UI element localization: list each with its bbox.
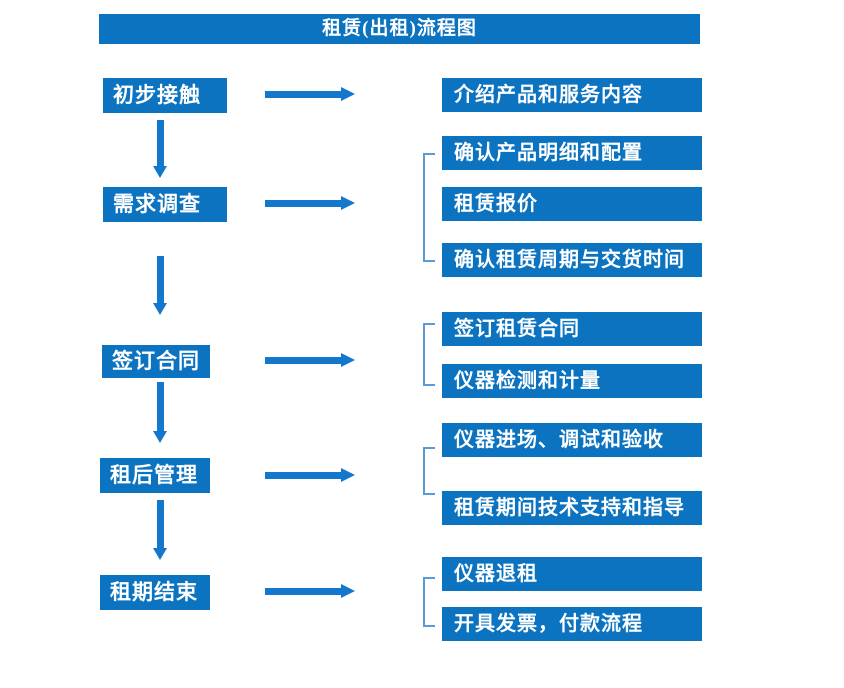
group-bracket-icon <box>423 577 435 627</box>
arrow-down-icon <box>153 500 168 560</box>
detail-box-instrument-entry-acceptance: 仪器进场、调试和验收 <box>442 423 702 457</box>
group-bracket-icon <box>423 323 435 386</box>
detail-box-instrument-return: 仪器退租 <box>442 557 702 591</box>
step-box-rental-end: 租期结束 <box>100 575 210 610</box>
arrow-shaft <box>157 120 164 166</box>
arrow-down-icon <box>153 382 168 443</box>
arrow-shaft <box>265 200 341 207</box>
arrow-shaft <box>157 500 164 548</box>
arrow-right-icon <box>265 584 355 599</box>
arrow-head <box>341 87 355 101</box>
arrow-head <box>341 468 355 482</box>
arrow-head <box>341 584 355 598</box>
arrow-right-icon <box>265 87 355 102</box>
arrow-shaft <box>157 256 164 303</box>
arrow-head <box>153 166 167 178</box>
detail-box-technical-support: 租赁期间技术支持和指导 <box>442 491 702 525</box>
arrow-head <box>341 353 355 367</box>
arrow-head <box>341 196 355 210</box>
arrow-down-icon <box>153 256 168 315</box>
step-box-initial-contact: 初步接触 <box>103 78 227 113</box>
detail-box-introduce-products: 介绍产品和服务内容 <box>442 78 702 112</box>
detail-box-sign-rental-contract: 签订租赁合同 <box>442 312 702 346</box>
detail-box-confirm-period-delivery: 确认租赁周期与交货时间 <box>442 243 702 277</box>
arrow-shaft <box>265 472 341 479</box>
detail-box-invoice-payment: 开具发票，付款流程 <box>442 607 702 641</box>
step-box-post-rental-management: 租后管理 <box>100 458 210 493</box>
detail-box-confirm-product-config: 确认产品明细和配置 <box>442 136 702 170</box>
detail-box-instrument-testing: 仪器检测和计量 <box>442 364 702 398</box>
arrow-right-icon <box>265 353 355 368</box>
arrow-head <box>153 303 167 315</box>
arrow-shaft <box>265 357 341 364</box>
arrow-shaft <box>157 382 164 431</box>
arrow-right-icon <box>265 196 355 211</box>
arrow-head <box>153 431 167 443</box>
detail-box-rental-quote: 租赁报价 <box>442 187 702 221</box>
arrow-down-icon <box>153 120 168 178</box>
arrow-head <box>153 548 167 560</box>
group-bracket-icon <box>423 447 435 495</box>
arrow-shaft <box>265 588 341 595</box>
step-box-demand-survey: 需求调查 <box>103 187 227 222</box>
chart-title: 租赁(出租)流程图 <box>99 14 700 44</box>
group-bracket-icon <box>423 153 435 262</box>
arrow-right-icon <box>265 468 355 483</box>
step-box-sign-contract: 签订合同 <box>102 345 210 378</box>
arrow-shaft <box>265 91 341 98</box>
